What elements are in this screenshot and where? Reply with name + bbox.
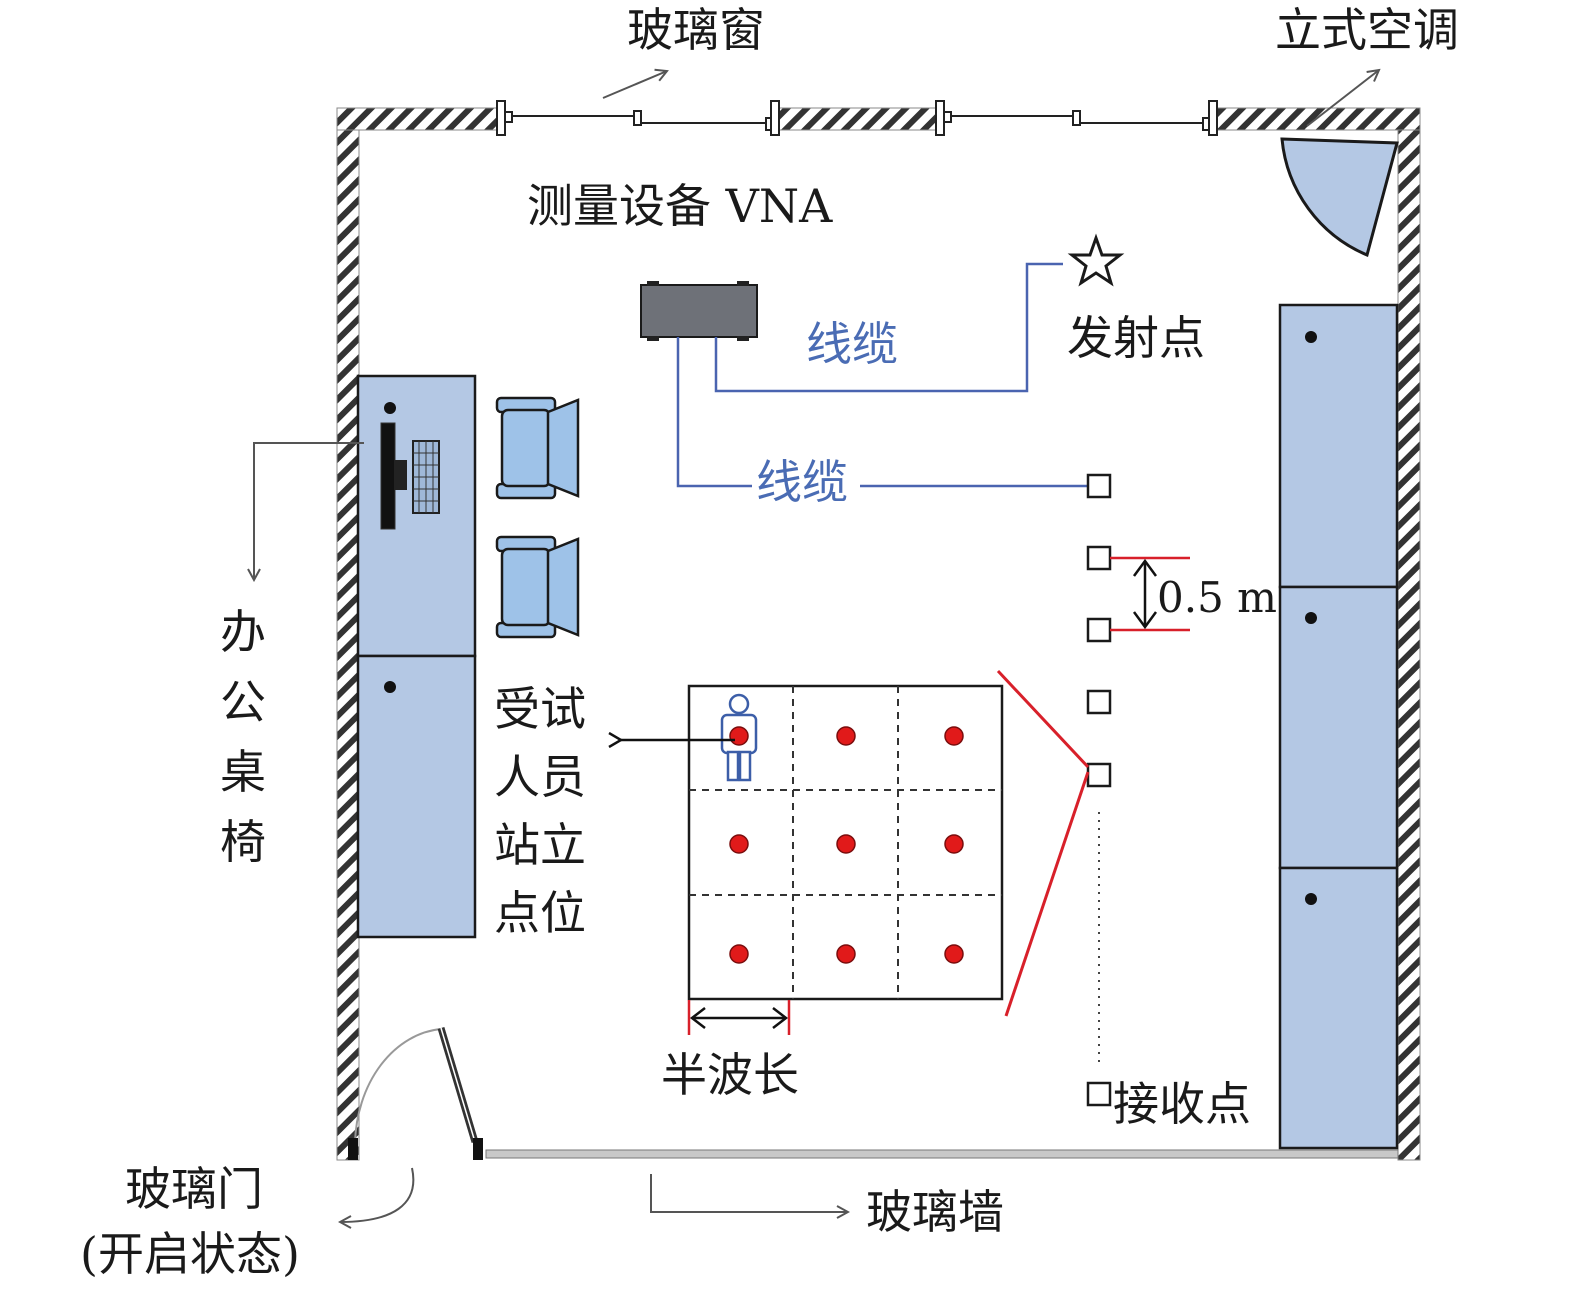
leader-arrows	[254, 70, 1379, 1222]
spacing-indicator	[1110, 556, 1190, 632]
desk-label-char-4: 椅	[220, 815, 266, 869]
office-desk	[356, 374, 477, 939]
standing-ac	[1280, 137, 1399, 258]
transmit-star-icon	[1067, 233, 1125, 287]
standing-markers	[729, 726, 964, 964]
desk-label-char-2: 公	[220, 675, 266, 729]
glass-wall-bottom	[485, 1149, 1399, 1159]
cable-to-receiver-a	[676, 337, 752, 488]
transmit-point-label: 发射点	[1067, 311, 1205, 365]
receiver-square	[1086, 617, 1112, 643]
desk-label-char-3: 桌	[220, 745, 266, 799]
receiver-square	[1086, 689, 1112, 715]
walls	[336, 107, 1421, 1161]
receive-point-label: 接收点	[1113, 1077, 1251, 1131]
wall-top-mid	[774, 107, 942, 131]
wall-arrow	[650, 1174, 848, 1212]
glass-door	[348, 1026, 483, 1160]
subject-label-line-1: 受试	[494, 682, 586, 736]
standing-ac-label: 立式空调	[1275, 3, 1459, 57]
wall-left	[336, 107, 360, 1161]
subject-label-line-2: 人员	[494, 750, 586, 804]
ac-arrow	[1306, 70, 1379, 127]
subject-label-line-3: 站立	[494, 818, 586, 872]
spacing-label: 0.5 m	[1157, 573, 1277, 622]
glass-window-label: 玻璃窗	[627, 3, 765, 57]
subject-label-line-4: 点位	[494, 886, 586, 940]
door-arrow	[340, 1167, 415, 1222]
half-wavelength-dimension	[687, 1000, 791, 1035]
desk-arrow	[254, 442, 364, 580]
zoom-lines	[996, 669, 1090, 1017]
cables	[676, 262, 1088, 488]
receiver-points	[1086, 473, 1112, 1107]
door-state-label: (开启状态)	[80, 1227, 300, 1281]
glass-window	[496, 100, 1218, 136]
chair-icon	[495, 396, 580, 500]
wall-top-left	[336, 107, 502, 131]
receiver-square	[1086, 545, 1112, 571]
half-wavelength-label: 半波长	[661, 1048, 799, 1102]
chair-icon	[495, 535, 580, 639]
cabinets-right	[1278, 303, 1399, 1150]
glass-door-label: 玻璃门	[125, 1162, 263, 1216]
desk-left-lower	[356, 654, 477, 939]
receiver-square	[1086, 1081, 1112, 1107]
vna-label: 测量设备 VNA	[527, 179, 833, 233]
cable-label-2: 线缆	[756, 455, 848, 509]
glass-wall-label: 玻璃墙	[866, 1185, 1004, 1239]
wall-right	[1397, 107, 1421, 1161]
window-arrow	[602, 71, 667, 99]
receiver-square	[1086, 473, 1112, 499]
cable-label-1: 线缆	[806, 317, 898, 371]
vna-device	[640, 281, 758, 341]
receiver-square	[1086, 762, 1112, 788]
cable-to-transmitter	[714, 262, 1063, 393]
desk-label-char-1: 办	[220, 605, 266, 659]
computer-icon	[380, 422, 440, 530]
desk-left-upper	[356, 374, 477, 658]
